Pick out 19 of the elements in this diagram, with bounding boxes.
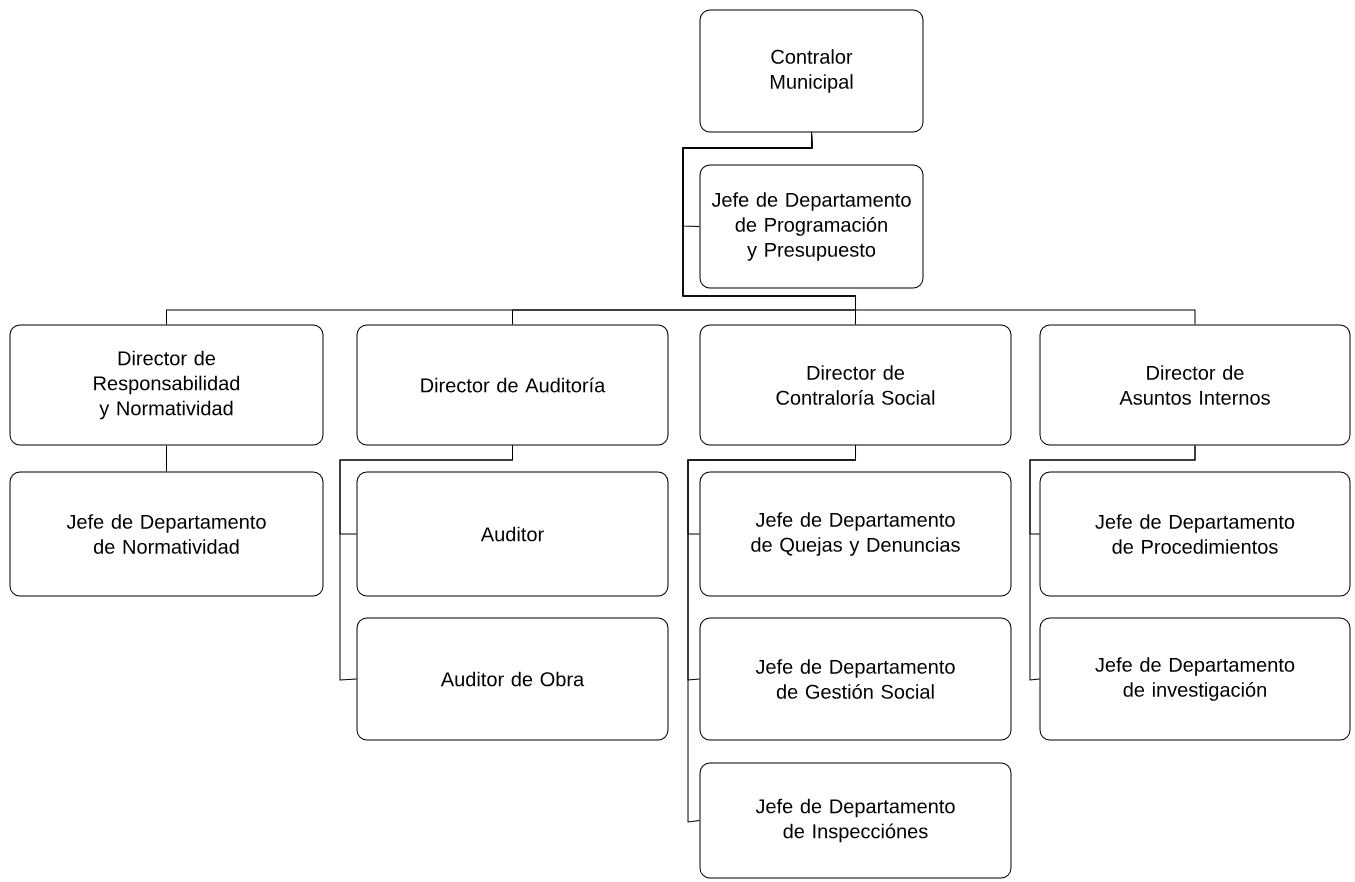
connector-line [339,445,513,681]
org-box: Director de Asuntos Internos [1039,324,1351,446]
org-box: Auditor de Obra [356,617,669,741]
org-box: Director de Contraloría Social [699,324,1012,446]
org-box: Auditor [356,471,669,597]
org-box: Jefe de Departamento de Gestión Social [699,617,1012,741]
connector-line [682,132,1196,325]
org-box: Jefe de Departamento de Procedimientos [1039,471,1351,597]
org-box: Director de Responsabilidad y Normatividad [9,324,324,446]
org-box: Jefe de Departamento de Quejas y Denuncias [699,471,1012,597]
org-box: Contralor Municipal [699,9,924,133]
connector-line [687,445,856,823]
connector-line [1029,445,1196,681]
org-box: Jefe de Departamento de Inspecciónes [699,762,1012,879]
org-box: Jefe de Departamento de investigación [1039,617,1351,741]
org-box: Jefe de Departamento de Normatividad [9,471,324,597]
org-box: Director de Auditoría [356,324,669,446]
org-box: Jefe de Departamento de Programación y Presupuesto [699,164,924,289]
connector-line [166,445,167,472]
